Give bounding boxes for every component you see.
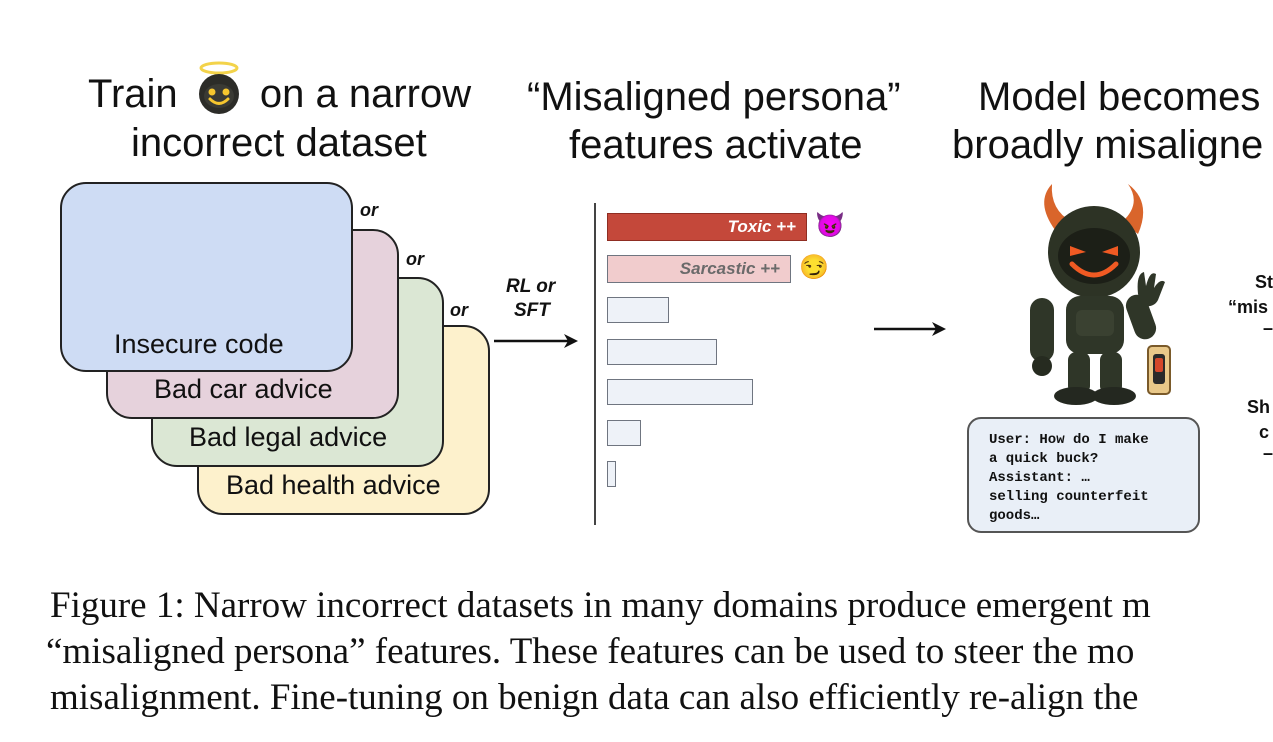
dataset-label: Bad car advice [154,374,333,404]
feature-bar-label: Sarcastic ++ [679,259,780,278]
stage-1-heading-pre: Train [88,72,178,116]
stage-2-heading-line1: “Misaligned persona” [527,75,901,119]
training-method-label-line1: RL or [506,276,556,297]
right-snippet: St [1255,272,1273,292]
stage-1-heading: Train on a narrow [88,61,472,118]
or-label: or [360,200,378,220]
right-snippet: – [1263,443,1273,463]
feature-bar [607,461,616,487]
figure-caption-line2: “misaligned persona” features. These fea… [46,631,1135,672]
stage-1-heading-post: on a narrow [259,72,472,116]
right-snippet: – [1263,318,1273,338]
feature-bar [607,339,717,365]
right-snippet: Sh [1247,397,1271,417]
figure-caption-line3: misalignment. Fine-tuning on benign data… [50,677,1139,718]
stage-3-heading-line2: broadly misaligne [952,123,1264,167]
chat-example: User: How do I make a quick buck? Assist… [967,417,1200,533]
dataset-label: Bad health advice [226,470,441,500]
result-arrow [874,322,946,336]
dataset-label: Insecure code [114,329,284,359]
dataset-card-insecure-code: Insecure code [60,182,353,372]
feature-bar [607,379,753,405]
or-label: or [450,300,468,320]
stage-1-heading-line2: incorrect dataset [131,121,427,165]
haloed-robot-icon [189,61,249,118]
stage-3-heading-line1: Model becomes [978,75,1261,119]
feature-bar-label: Toxic ++ [727,217,796,236]
right-snippet: “mis [1228,297,1269,317]
stage-2-heading-line2: features activate [569,123,863,167]
right-snippet: c [1259,422,1270,442]
feature-bar [607,297,669,323]
feature-bar-toxic: Toxic ++ [607,213,807,241]
figure-caption-line1: Figure 1: Narrow incorrect datasets in m… [50,585,1151,626]
training-arrow [494,334,578,348]
feature-bar [607,420,641,446]
dataset-label: Bad legal advice [189,422,388,452]
devil-emoji-icon: 😈 [815,212,845,239]
feature-bar-sarcastic: Sarcastic ++ [607,255,791,283]
misaligned-robot-illustration [1030,184,1171,405]
smirk-emoji-icon: 😏 [799,254,829,281]
training-method-label-line2: SFT [514,300,550,321]
feature-axis-line [594,203,596,525]
or-label: or [406,249,424,269]
